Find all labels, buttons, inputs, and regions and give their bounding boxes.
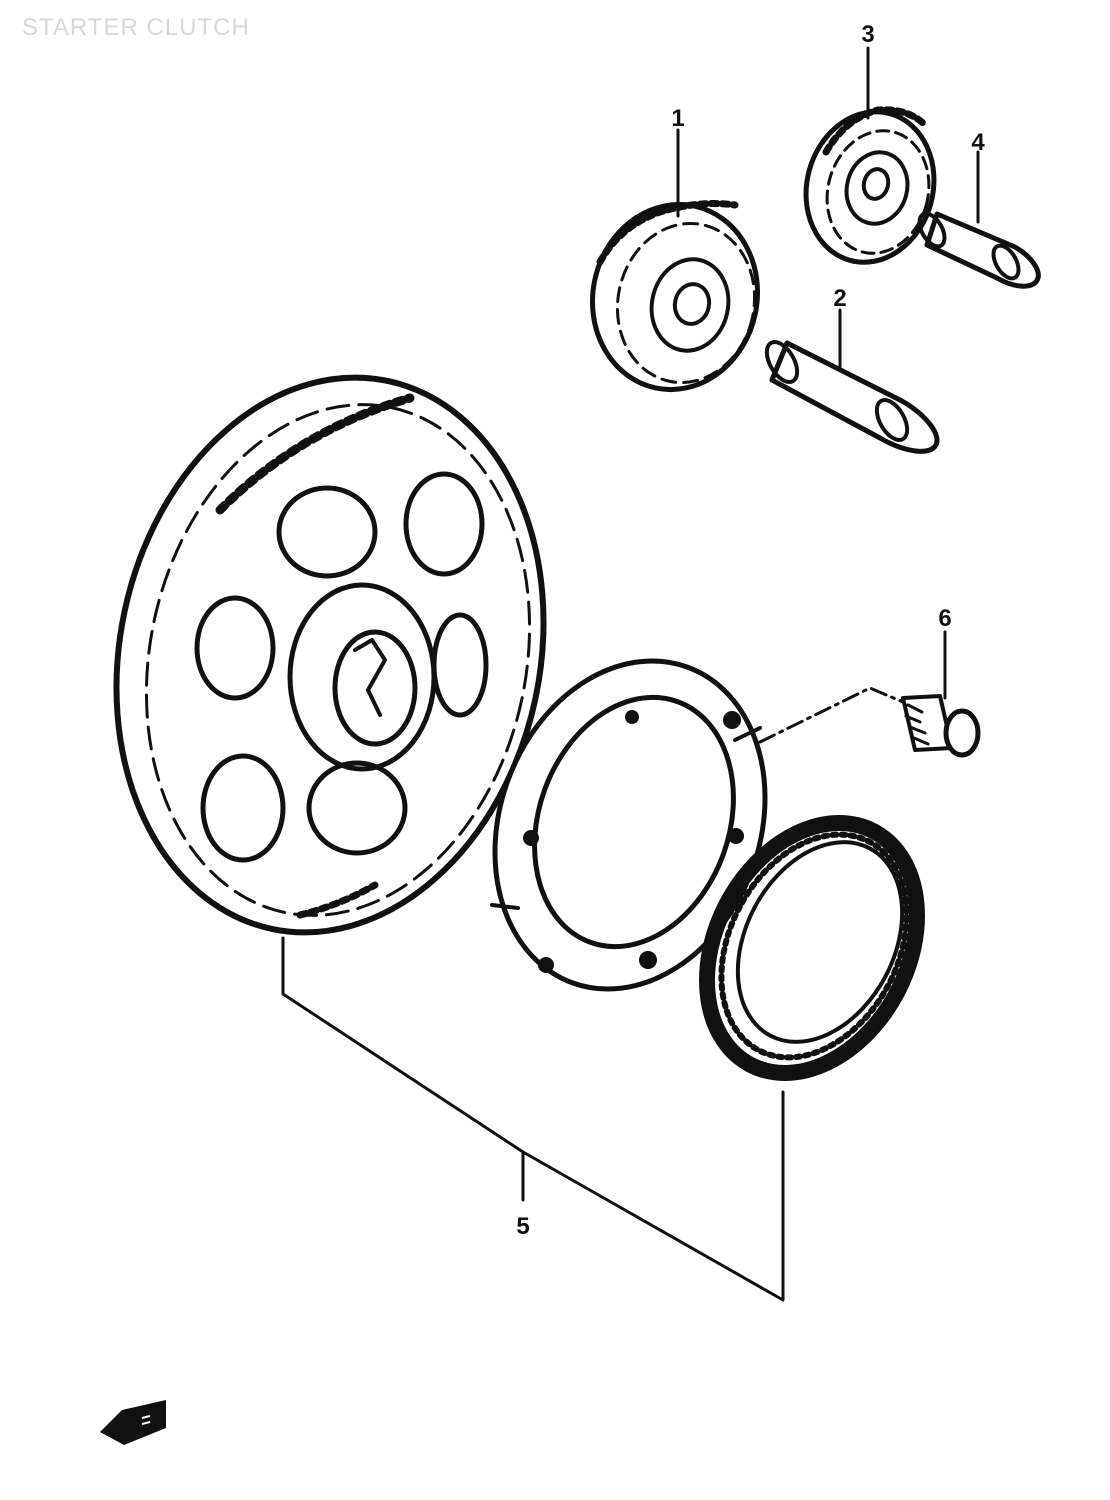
front-arrow-icon (100, 1400, 166, 1445)
part-6-bolt[interactable] (901, 694, 981, 758)
leader-line-5-left (281, 936, 525, 1154)
part-3-gear[interactable] (789, 97, 950, 276)
callout-3: 3 (861, 21, 874, 48)
callout-5: 5 (516, 1213, 529, 1240)
part-5-clutch-housing[interactable] (450, 623, 809, 1028)
part-2-shaft[interactable] (761, 337, 940, 454)
assembly-line-6 (758, 686, 905, 744)
part-1-gear[interactable] (575, 189, 774, 405)
callout-4: 4 (971, 129, 985, 156)
callout-2: 2 (833, 285, 846, 312)
page-title: STARTER CLUTCH (22, 14, 250, 41)
part-4-shaft[interactable] (914, 209, 1041, 289)
callout-1: 1 (671, 105, 684, 132)
leader-line-5-right (521, 1090, 785, 1302)
callout-6: 6 (938, 605, 951, 632)
part-5-driven-gear[interactable] (66, 337, 593, 972)
part-5-one-way-clutch[interactable] (665, 786, 958, 1109)
